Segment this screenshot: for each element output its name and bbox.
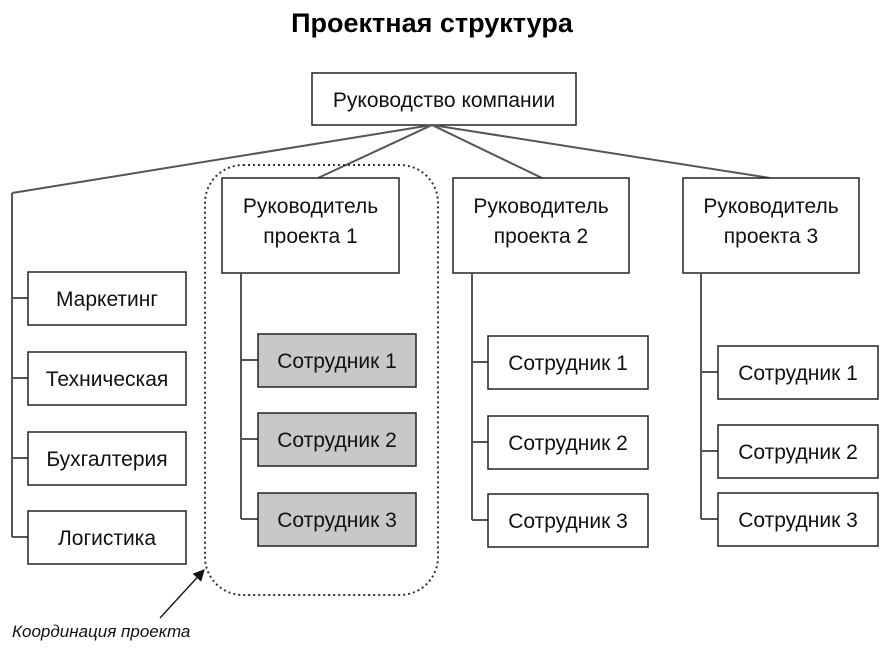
company-management-box [311, 72, 577, 126]
department-label: Маркетинг [56, 288, 158, 311]
project-managers-group: Руководитель проекта 1 Сотрудник 1 Сотрудни… [221, 177, 879, 548]
employee-label: Сотрудник 1 [508, 352, 628, 375]
pm-column-1: Руководитель проекта 1 Сотрудник 1 Сотрудни… [221, 177, 417, 547]
project-manager-box [221, 177, 400, 274]
company-management-label: Руководство компании [333, 89, 555, 112]
coordination-caption: Координация проекта [12, 622, 190, 641]
employee-label: Сотрудник 3 [508, 510, 628, 533]
department-label: Бухгалтерия [46, 448, 167, 471]
employee-label: Сотрудник 2 [738, 441, 858, 464]
employee-box [257, 492, 417, 547]
employee-label: Сотрудник 2 [277, 429, 397, 452]
project-manager-box [452, 177, 630, 274]
employee-box [487, 493, 649, 548]
employee-label: Сотрудник 1 [738, 362, 858, 385]
employee-label: Сотрудник 3 [277, 509, 397, 532]
employee-box [257, 333, 417, 388]
project-manager-box [682, 177, 860, 274]
project-manager-label-line: Руководитель [473, 195, 608, 218]
employee-box [487, 415, 649, 470]
diagram-title: Проектная структура [291, 8, 574, 38]
employee-label: Сотрудник 2 [508, 432, 628, 455]
employee-label: Сотрудник 1 [277, 350, 397, 373]
project-manager-label-line: проекта 2 [494, 225, 588, 248]
connector-to-departments [11, 124, 433, 194]
project-manager-label-line: Руководитель [703, 195, 838, 218]
employee-box [717, 345, 879, 400]
connector-to-pm2 [431, 124, 543, 179]
top-connectors [11, 124, 771, 194]
project-manager-label-line: проекта 3 [724, 225, 818, 248]
departments-spine [11, 193, 28, 538]
department-label: Логистика [58, 527, 156, 550]
pm-column-3: Руководитель проекта 3 Сотрудник 1 Сотрудни… [682, 177, 879, 547]
employee-label: Сотрудник 3 [738, 509, 858, 532]
pm-column-2: Руководитель проекта 2 Сотрудник 1 Сотрудни… [452, 177, 649, 548]
project-manager-label-line: проекта 1 [263, 225, 357, 248]
employee-box [487, 335, 649, 390]
coordination-arrow [159, 569, 205, 619]
department-box [27, 351, 187, 406]
department-box [27, 271, 187, 326]
project-manager-label-line: Руководитель [243, 195, 378, 218]
employee-box [717, 424, 879, 479]
employee-box [257, 412, 417, 467]
department-box [27, 510, 187, 565]
employee-box [717, 492, 879, 547]
connector-to-pm1 [317, 124, 433, 179]
department-label: Техническая [46, 368, 169, 391]
connector-to-pm3 [431, 124, 771, 179]
department-box [27, 431, 187, 486]
